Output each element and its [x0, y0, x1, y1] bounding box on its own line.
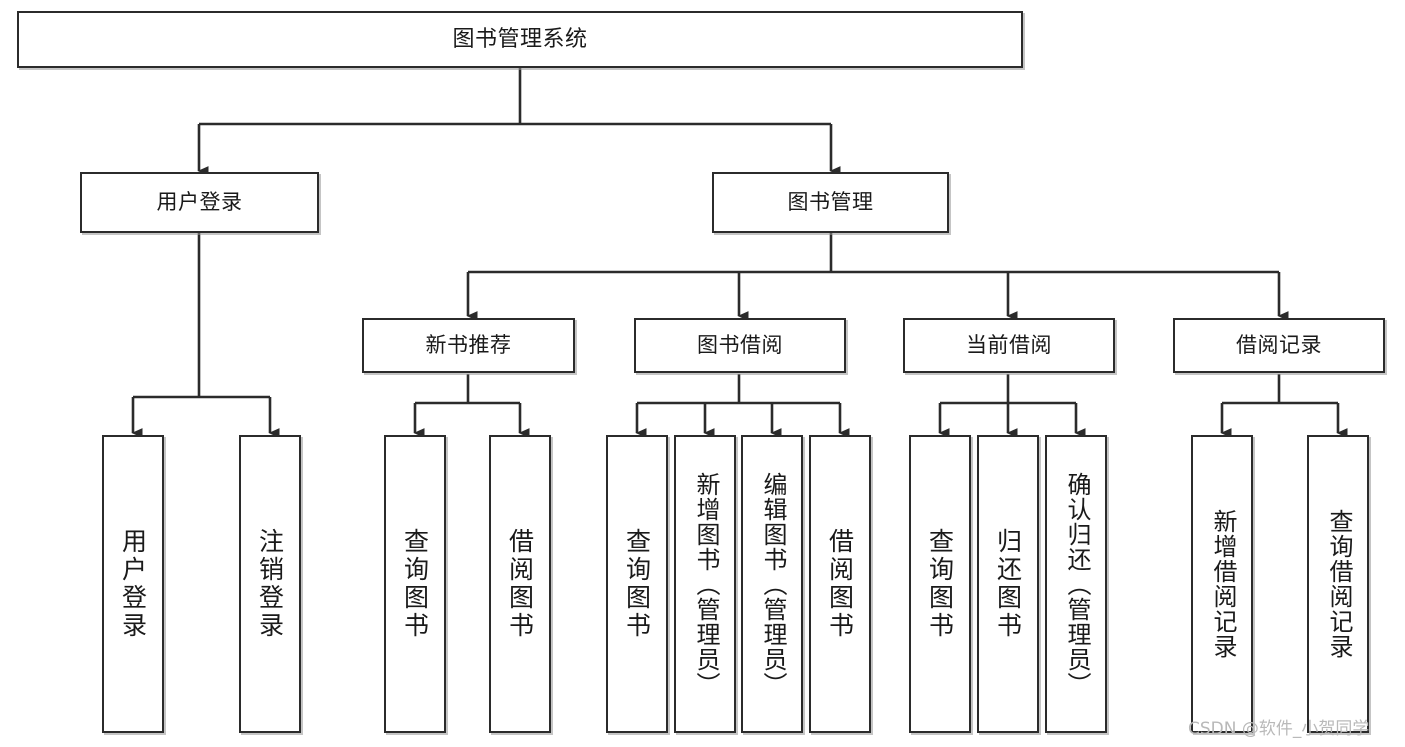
node-book-borrow-label: 图书借阅	[697, 333, 783, 358]
node-leaf-query-book-2-label: 查询图书	[622, 528, 652, 640]
node-borrow-record-label: 借阅记录	[1236, 333, 1322, 358]
node-book-manage-label: 图书管理	[787, 190, 874, 215]
node-leaf-edit-book-label: 编辑图书（管理员）	[758, 471, 787, 697]
node-leaf-query-book-3[interactable]: 查询图书	[909, 435, 971, 733]
node-leaf-logout[interactable]: 注销登录	[239, 435, 301, 733]
node-new-book-rec-label: 新书推荐	[425, 333, 512, 358]
node-leaf-borrow-book-2[interactable]: 借阅图书	[809, 435, 871, 733]
node-root-label: 图书管理系统	[452, 26, 588, 52]
node-leaf-add-book[interactable]: 新增图书（管理员）	[674, 435, 736, 733]
node-leaf-query-record-label: 查询借阅记录	[1324, 509, 1353, 659]
node-leaf-borrow-book-1-label: 借阅图书	[505, 528, 535, 640]
node-leaf-return-book[interactable]: 归还图书	[977, 435, 1039, 733]
node-current-borrow-label: 当前借阅	[966, 333, 1052, 358]
node-leaf-borrow-book-2-label: 借阅图书	[825, 528, 855, 640]
node-leaf-query-book-3-label: 查询图书	[925, 528, 955, 640]
node-leaf-user-login[interactable]: 用户登录	[102, 435, 164, 733]
node-leaf-query-book-2[interactable]: 查询图书	[606, 435, 668, 733]
node-user-login-label: 用户登录	[156, 190, 243, 215]
node-leaf-query-record[interactable]: 查询借阅记录	[1307, 435, 1369, 733]
node-leaf-query-book-1[interactable]: 查询图书	[384, 435, 446, 733]
node-root[interactable]: 图书管理系统	[17, 11, 1023, 68]
node-leaf-confirm-return-label: 确认归还（管理员）	[1062, 471, 1091, 697]
node-new-book-rec[interactable]: 新书推荐	[362, 318, 575, 373]
node-leaf-add-record[interactable]: 新增借阅记录	[1191, 435, 1253, 733]
node-leaf-logout-label: 注销登录	[255, 528, 285, 640]
node-leaf-return-book-label: 归还图书	[993, 528, 1023, 640]
node-user-login[interactable]: 用户登录	[80, 172, 319, 233]
node-current-borrow[interactable]: 当前借阅	[903, 318, 1115, 373]
node-leaf-confirm-return[interactable]: 确认归还（管理员）	[1045, 435, 1107, 733]
watermark: CSDN @软件_小贺同学	[1188, 719, 1370, 739]
node-leaf-user-login-label: 用户登录	[118, 528, 148, 640]
node-borrow-record[interactable]: 借阅记录	[1173, 318, 1385, 373]
node-leaf-edit-book[interactable]: 编辑图书（管理员）	[741, 435, 803, 733]
node-leaf-borrow-book-1[interactable]: 借阅图书	[489, 435, 551, 733]
node-leaf-add-book-label: 新增图书（管理员）	[691, 471, 720, 697]
node-book-borrow[interactable]: 图书借阅	[634, 318, 846, 373]
node-leaf-query-book-1-label: 查询图书	[400, 528, 430, 640]
node-book-manage[interactable]: 图书管理	[712, 172, 949, 233]
node-leaf-add-record-label: 新增借阅记录	[1208, 509, 1237, 659]
